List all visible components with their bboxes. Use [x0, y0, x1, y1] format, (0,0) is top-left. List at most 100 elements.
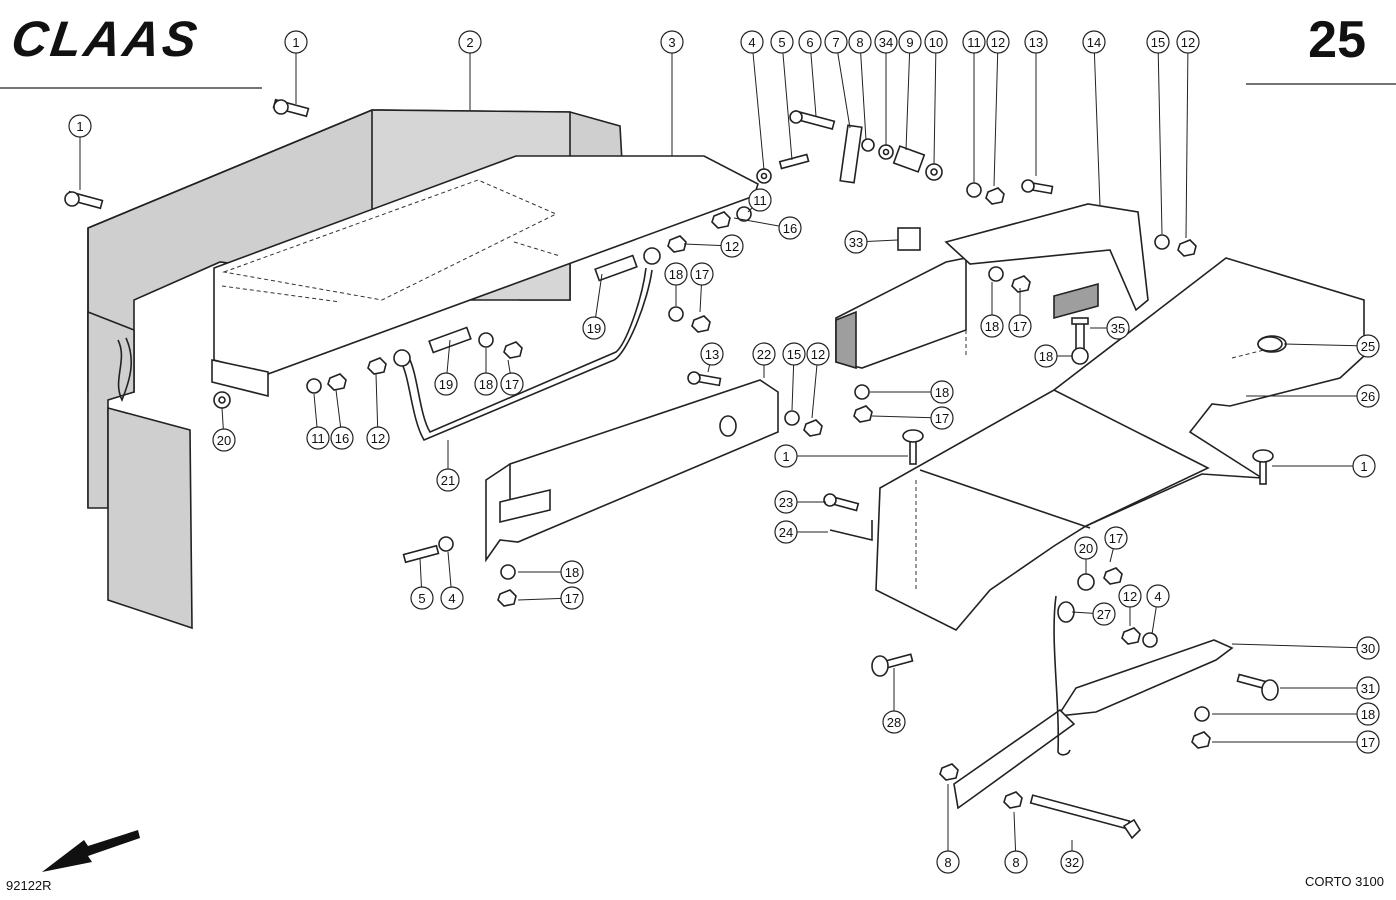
bolt-1-left	[64, 190, 104, 210]
part-callout-17: 17	[1008, 288, 1032, 338]
callout-number: 22	[757, 347, 771, 362]
model-label: CORTO 3100	[1304, 874, 1384, 889]
bolt-35	[1071, 317, 1089, 351]
callout-circle	[740, 30, 764, 54]
part-callout-16: 16	[733, 216, 802, 240]
callout-circle	[774, 490, 798, 514]
part-callout-12: 12	[366, 373, 390, 450]
callout-leader-line	[1157, 41, 1163, 235]
part-callout-4: 4	[440, 551, 464, 610]
callout-circle	[330, 426, 354, 450]
part-callout-19: 19	[434, 339, 458, 396]
callout-number: 17	[1109, 531, 1123, 546]
callout-number: 8	[1012, 855, 1019, 870]
part-callout-18: 18	[474, 348, 498, 396]
part-callout-12: 12	[683, 234, 744, 258]
nut-12-top	[667, 235, 687, 253]
callout-number: 32	[1065, 855, 1079, 870]
part-callout-33: 33	[844, 230, 899, 254]
callout-circle	[1074, 536, 1098, 560]
callout-number: 2	[466, 35, 473, 50]
spacer-9	[892, 145, 926, 173]
part-22-side-rail	[485, 379, 779, 563]
callout-circle	[782, 342, 806, 366]
part-callout-2: 2	[458, 30, 482, 110]
callout-circle	[720, 234, 744, 258]
callout-number: 13	[1029, 35, 1043, 50]
callout-number: 17	[1013, 319, 1027, 334]
callout-circle	[582, 316, 606, 340]
callout-circle	[458, 30, 482, 54]
bushing-left	[393, 349, 411, 367]
nut-17-a	[691, 315, 711, 333]
part-callout-30: 30	[1231, 636, 1380, 660]
callout-circle	[68, 114, 92, 138]
part-center-panel	[875, 389, 1210, 631]
bolt-32	[1029, 794, 1142, 840]
callout-circle	[284, 30, 308, 54]
callout-circle	[874, 30, 898, 54]
nut-12-right	[985, 187, 1005, 205]
callout-number: 26	[1361, 389, 1375, 404]
part-callout-18: 18	[1034, 344, 1072, 368]
callout-circle	[1356, 676, 1380, 700]
part-callout-12: 12	[1118, 584, 1142, 626]
part-callout-18: 18	[664, 262, 688, 306]
callout-circle	[1004, 850, 1028, 874]
washer-15-mid	[784, 410, 800, 426]
callout-number: 17	[1361, 735, 1375, 750]
callout-leader-line	[835, 41, 851, 129]
callout-circle	[436, 468, 460, 492]
callout-number: 5	[418, 591, 425, 606]
callout-circle	[980, 314, 1004, 338]
part-callout-12: 12	[806, 342, 830, 419]
bolt-1-center	[902, 429, 924, 465]
part-callout-10: 10	[924, 30, 948, 165]
bolt-23	[823, 493, 860, 512]
nut-12-left	[367, 357, 387, 375]
callout-number: 12	[725, 239, 739, 254]
callout-circle	[306, 426, 330, 450]
part-callout-11: 11	[962, 30, 986, 182]
callout-leader-line	[993, 41, 999, 187]
part-callout-3: 3	[660, 30, 684, 156]
callout-circle	[690, 262, 714, 286]
part-21-rod	[401, 254, 653, 442]
part-callout-17: 17	[690, 262, 714, 313]
callout-circle	[848, 30, 872, 54]
callout-circle	[930, 406, 954, 430]
part-callout-20: 20	[1074, 536, 1098, 574]
part-callout-6: 6	[798, 30, 822, 117]
callout-number: 12	[1123, 589, 1137, 604]
bolt-1-right	[1252, 449, 1274, 485]
callout-number: 3	[668, 35, 675, 50]
callout-number: 15	[1151, 35, 1165, 50]
part-callout-9: 9	[898, 30, 922, 151]
part-10-bracket	[835, 257, 967, 370]
callout-number: 19	[587, 321, 601, 336]
part-callout-20: 20	[212, 407, 236, 452]
part-callout-13: 13	[700, 342, 724, 373]
callout-circle	[440, 586, 464, 610]
callout-number: 18	[1361, 707, 1375, 722]
part-callout-25: 25	[1283, 334, 1380, 358]
callout-circle	[770, 30, 794, 54]
part-callout-12: 12	[986, 30, 1010, 187]
callout-number: 17	[565, 591, 579, 606]
washer-20-left	[213, 391, 231, 409]
callout-circle	[798, 30, 822, 54]
washer-11-top	[736, 206, 752, 222]
part-callout-28: 28	[882, 668, 906, 734]
callout-number: 8	[944, 855, 951, 870]
callout-leader-line	[1283, 343, 1369, 347]
callout-number: 31	[1361, 681, 1375, 696]
callout-number: 20	[1079, 541, 1093, 556]
part-callout-8: 8	[1004, 811, 1028, 874]
callout-circle	[844, 230, 868, 254]
callout-number: 4	[748, 35, 755, 50]
part-14-bracket	[944, 203, 1149, 320]
callout-number: 1	[76, 119, 83, 134]
part-callout-34: 34	[874, 30, 898, 146]
